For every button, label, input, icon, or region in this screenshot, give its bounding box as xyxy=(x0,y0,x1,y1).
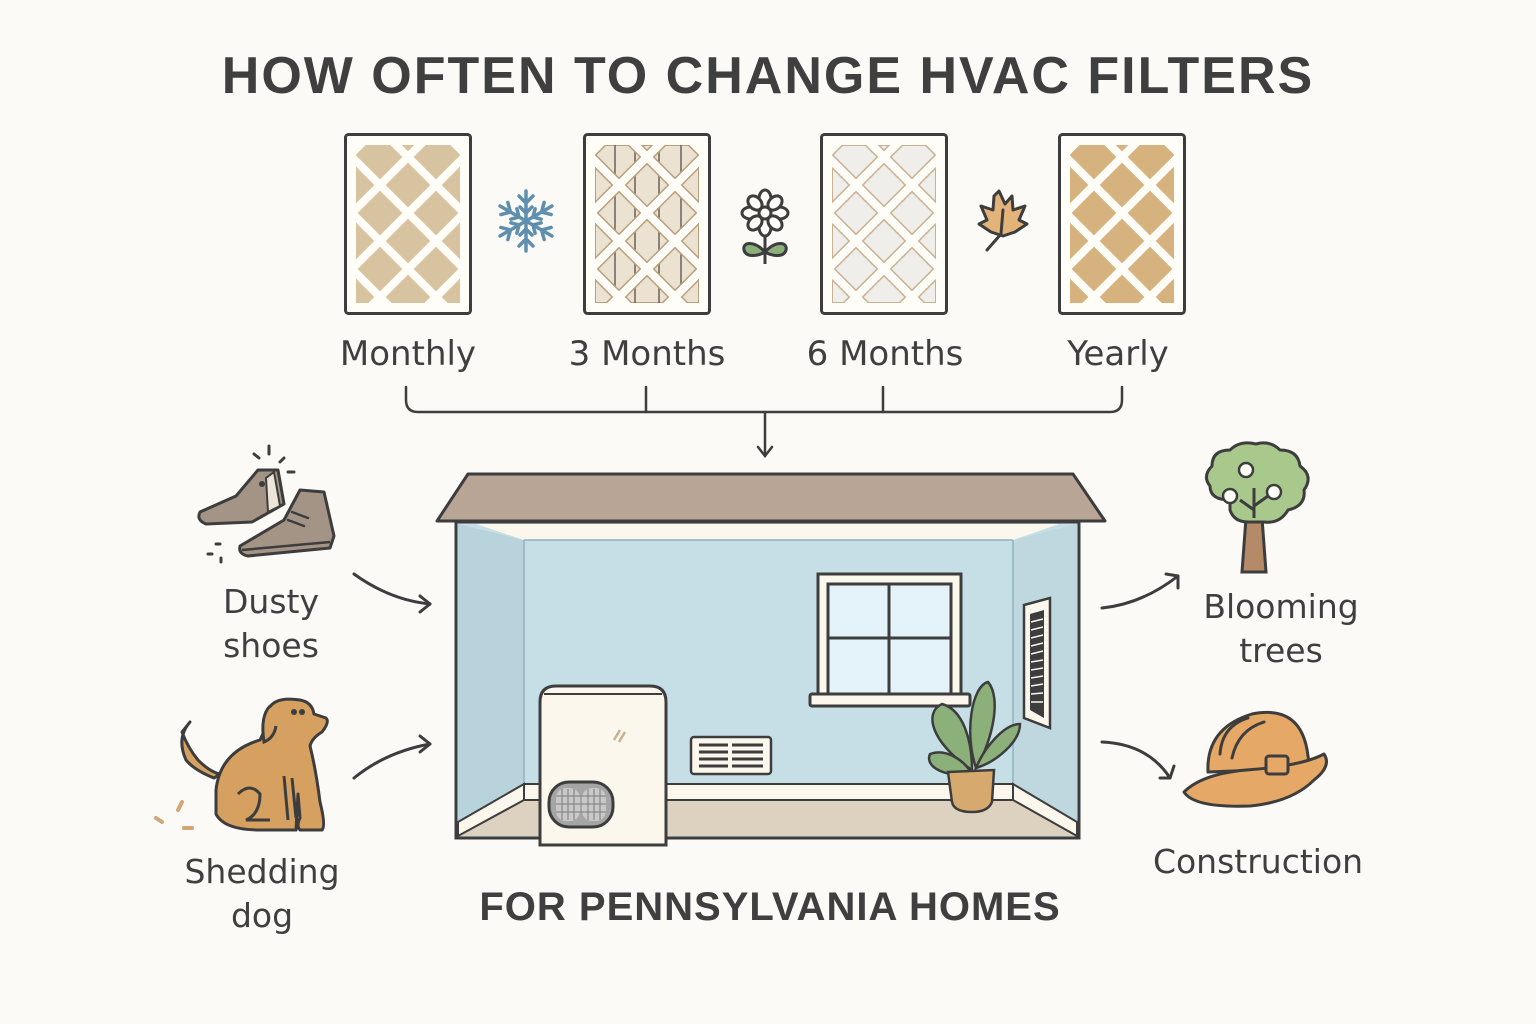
snowflake-icon xyxy=(498,189,554,253)
label-line-1: Blooming xyxy=(1203,587,1359,626)
filter-3-months xyxy=(583,133,711,315)
page-subtitle: FOR PENNSYLVANIA HOMES xyxy=(479,885,1061,929)
arrow-house-to-construction xyxy=(1100,740,1176,780)
label-line-1: Dusty xyxy=(223,582,319,621)
label-construction: Construction xyxy=(1138,840,1378,884)
filter-yearly xyxy=(1058,133,1186,315)
window xyxy=(808,572,972,708)
floor-vent xyxy=(689,735,773,776)
hvac-unit xyxy=(538,684,668,847)
label-dusty-shoes: Dusty shoes xyxy=(151,580,391,668)
tree-icon xyxy=(1205,441,1310,574)
label-blooming-trees: Blooming trees xyxy=(1161,585,1401,673)
arrow-dog-to-house xyxy=(352,734,432,780)
dog-icon xyxy=(154,697,329,832)
house-illustration xyxy=(435,472,1107,847)
label-line-2: trees xyxy=(1239,631,1323,670)
filter-monthly xyxy=(344,133,472,315)
leaf-icon xyxy=(977,189,1029,252)
shoes-icon xyxy=(197,444,336,564)
label-monthly: Monthly xyxy=(339,334,477,374)
wall-vent-right xyxy=(1022,596,1052,730)
label-6-months: 6 Months xyxy=(806,334,964,374)
arrow-shoes-to-house xyxy=(352,572,432,614)
bracket-connector xyxy=(404,385,1124,459)
label-line-2: dog xyxy=(230,896,294,935)
page-title: HOW OFTEN TO CHANGE HVAC FILTERS xyxy=(221,47,1315,105)
label-yearly: Yearly xyxy=(1067,334,1169,374)
label-3-months: 3 Months xyxy=(568,334,726,374)
hard-hat-icon xyxy=(1182,710,1328,808)
filter-6-months xyxy=(820,133,948,315)
potted-plant xyxy=(927,680,1022,814)
arrow-house-to-trees xyxy=(1100,572,1180,610)
label-shedding-dog: Shedding dog xyxy=(142,850,382,938)
flower-icon xyxy=(740,188,790,264)
label-line-2: shoes xyxy=(223,626,319,665)
label-line-1: Shedding xyxy=(184,852,340,891)
label-line-1: Construction xyxy=(1152,842,1364,881)
